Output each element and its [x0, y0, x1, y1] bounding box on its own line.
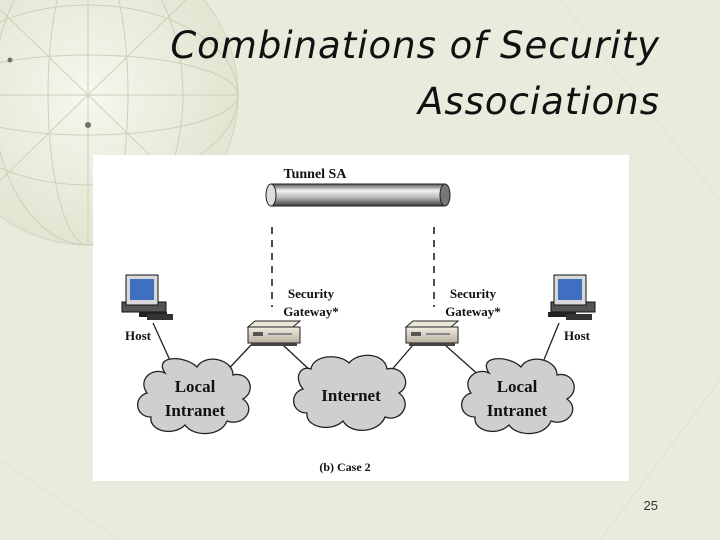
host-right-computer-icon: [548, 274, 596, 320]
figure-caption: (b) Case 2: [319, 460, 370, 474]
gateway-right-label-1: Security: [450, 286, 497, 301]
network-diagram: Tunnel SA Security Gateway* Security Gat…: [121, 167, 596, 474]
host-left-label: Host: [125, 328, 152, 343]
host-right-label: Host: [564, 328, 591, 343]
security-gateway-right-icon: [404, 320, 460, 346]
host-left-computer-icon: [121, 274, 173, 320]
diagram-figure: Tunnel SA Security Gateway* Security Gat…: [93, 155, 629, 481]
tunnel-sa-label: Tunnel SA: [284, 167, 348, 182]
gateway-right-label-2: Gateway*: [445, 304, 501, 319]
cloud-right-label-1: Local: [497, 377, 538, 396]
slide-title-line-2: Associations: [418, 80, 660, 123]
gateway-left-label-2: Gateway*: [283, 304, 339, 319]
slide-title: Combinations of Security Associations: [100, 18, 660, 130]
gateway-left-label-1: Security: [288, 286, 335, 301]
cloud-right-label-2: Intranet: [487, 401, 548, 420]
security-gateway-left-icon: [246, 320, 302, 346]
tunnel-sa-pipe: [265, 183, 451, 207]
page-number: 25: [643, 498, 658, 513]
local-intranet-left-cloud: [137, 357, 251, 435]
slide-title-line-1: Combinations of Security: [170, 24, 660, 67]
internet-cloud: [293, 354, 407, 431]
cloud-left-label-1: Local: [175, 377, 216, 396]
cloud-center-label: Internet: [321, 386, 381, 405]
local-intranet-right-cloud: [461, 357, 575, 435]
cloud-left-label-2: Intranet: [165, 401, 226, 420]
